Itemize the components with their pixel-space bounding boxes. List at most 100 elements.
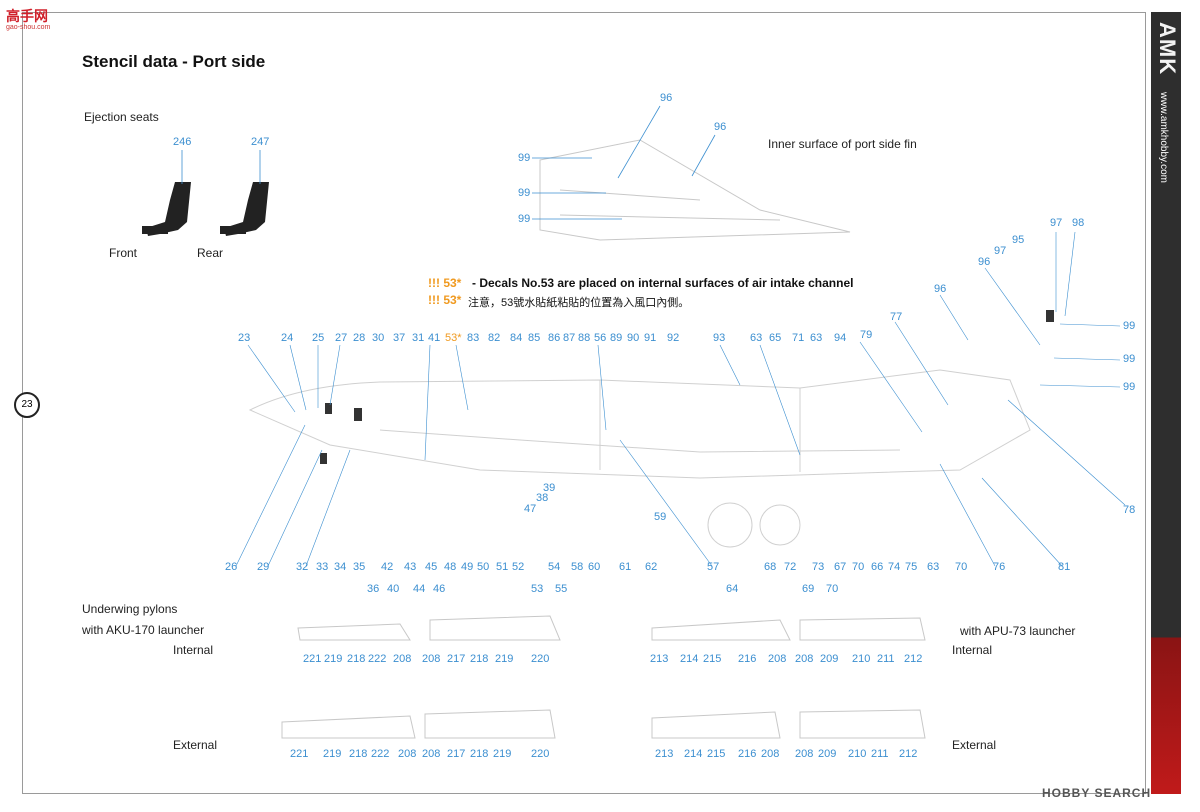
callout-top-32: 97 — [994, 245, 1007, 257]
pylons-label-1: Underwing pylons — [82, 602, 178, 616]
callout-bottom-19: 57 — [707, 561, 720, 573]
callout-bottom-17: 61 — [619, 561, 632, 573]
callout-mid-3: 59 — [654, 511, 667, 523]
page-title: Stencil data - Port side — [82, 52, 266, 71]
callout-bottom-28: 63 — [927, 561, 940, 573]
callout-top-18: 89 — [610, 332, 623, 344]
pylon-apu-int-6: 209 — [820, 653, 839, 665]
callout-bottom-1: 29 — [257, 561, 270, 573]
callout-bottom-25: 66 — [871, 561, 884, 573]
callout-bottom2-1: 40 — [387, 583, 400, 595]
callout-top-29: 77 — [890, 311, 903, 323]
callout-bottom-27: 75 — [905, 561, 918, 573]
brand-sidebar — [1151, 12, 1181, 794]
aircraft-side-outline — [248, 369, 1031, 548]
callout-top-0: 23 — [238, 332, 251, 344]
callout-top-7: 31 — [412, 332, 425, 344]
pylon-apu-ext-3: 216 — [738, 748, 757, 760]
seat-rear-label: Rear — [197, 246, 224, 260]
callout-bottom-2: 32 — [296, 561, 309, 573]
callout-bottom-4: 34 — [334, 561, 347, 573]
pylon-apu-ext-9: 212 — [899, 748, 918, 760]
seat-front-label: Front — [109, 246, 138, 260]
callout-top-21: 92 — [667, 332, 680, 344]
callout-top-24: 65 — [769, 332, 782, 344]
fin-num-3: 99 — [518, 152, 531, 164]
callout-top-23: 63 — [750, 332, 763, 344]
callout-top-31: 96 — [978, 256, 991, 268]
site-logo-sub: gao-shou.com — [6, 24, 51, 31]
pylon-aku-ext-5: 208 — [422, 748, 441, 760]
note-mark-1: !!! 53* — [428, 276, 462, 290]
callout-bottom2-7: 69 — [802, 583, 815, 595]
ejection-seats-label: Ejection seats — [84, 110, 159, 124]
callout-top-9: 53* — [445, 332, 462, 344]
pylon-apu-ext-2: 215 — [707, 748, 726, 760]
callout-top-26: 63 — [810, 332, 823, 344]
pylon-apu-int-7: 210 — [852, 653, 871, 665]
callout-top-20: 91 — [644, 332, 657, 344]
callout-bottom-10: 49 — [461, 561, 474, 573]
pylon-aku-ext-7: 218 — [470, 748, 489, 760]
callout-bottom-23: 67 — [834, 561, 847, 573]
callout-top-8: 41 — [428, 332, 441, 344]
callout-top-3: 27 — [335, 332, 348, 344]
pylons-label-2: with AKU-170 launcher — [82, 623, 205, 637]
brand-logo: AMK — [1155, 22, 1180, 76]
pylon-apu-int-5: 208 — [795, 653, 814, 665]
callout-top-12: 84 — [510, 332, 523, 344]
page-number: 23 — [14, 392, 40, 418]
callout-bottom-26: 74 — [888, 561, 901, 573]
pylon-aku-int-0: 221 — [303, 653, 322, 665]
callout-bottom-5: 35 — [353, 561, 366, 573]
callout-bottom-13: 52 — [512, 561, 525, 573]
pylon-apu-ext-6: 209 — [818, 748, 837, 760]
callout-bottom-15: 58 — [571, 561, 584, 573]
fin-num-4: 99 — [518, 187, 531, 199]
callout-top-30: 96 — [934, 283, 947, 295]
external-label-left: External — [173, 738, 218, 752]
callout-top-1: 24 — [281, 332, 294, 344]
callout-top-27: 94 — [834, 332, 847, 344]
fin-num-2: 96 — [714, 121, 727, 133]
callout-bottom-9: 48 — [444, 561, 457, 573]
callout-right-1: 99 — [1123, 353, 1136, 365]
pylon-aku-int-3: 222 — [368, 653, 387, 665]
pylon-aku-int-9: 220 — [531, 653, 550, 665]
callout-bottom2-2: 44 — [413, 583, 426, 595]
callout-bottom2-6: 64 — [726, 583, 739, 595]
callout-top-11: 82 — [488, 332, 501, 344]
fin-outline — [539, 139, 851, 241]
pylons-label-apu: with APU-73 launcher — [960, 624, 1076, 638]
note-text-1: - Decals No.53 are placed on internal su… — [472, 276, 854, 290]
callout-bottom-11: 50 — [477, 561, 490, 573]
pylon-aku-int-8: 219 — [495, 653, 514, 665]
callout-top-10: 83 — [467, 332, 480, 344]
callout-top-19: 90 — [627, 332, 640, 344]
callout-bottom-3: 33 — [316, 561, 329, 573]
callout-top-2: 25 — [312, 332, 325, 344]
fin-label: Inner surface of port side fin — [768, 137, 917, 151]
callout-bottom-20: 68 — [764, 561, 777, 573]
callout-top-16: 88 — [578, 332, 591, 344]
callout-mid-2: 47 — [524, 503, 537, 515]
callout-mid-1: 38 — [536, 492, 549, 504]
internal-label-left: Internal — [173, 643, 214, 657]
callout-bottom-18: 62 — [645, 561, 658, 573]
seat-front-number: 246 — [173, 136, 192, 148]
pylon-apu-int-8: 211 — [877, 653, 895, 665]
callout-right-3: 78 — [1123, 504, 1136, 516]
pylon-aku-int-4: 208 — [393, 653, 412, 665]
callout-bottom2-3: 46 — [433, 583, 446, 595]
callout-bottom2-4: 53 — [531, 583, 544, 595]
pylon-aku-ext-4: 208 — [398, 748, 417, 760]
pylon-aku-int-1: 219 — [324, 653, 343, 665]
callout-top-34: 97 — [1050, 217, 1063, 229]
callout-mid-0: 39 — [543, 482, 556, 494]
callout-top-25: 71 — [792, 332, 805, 344]
callout-bottom-24: 70 — [852, 561, 865, 573]
callout-top-5: 30 — [372, 332, 385, 344]
ejection-seat-rear-icon — [220, 182, 269, 236]
callout-top-4: 28 — [353, 332, 366, 344]
